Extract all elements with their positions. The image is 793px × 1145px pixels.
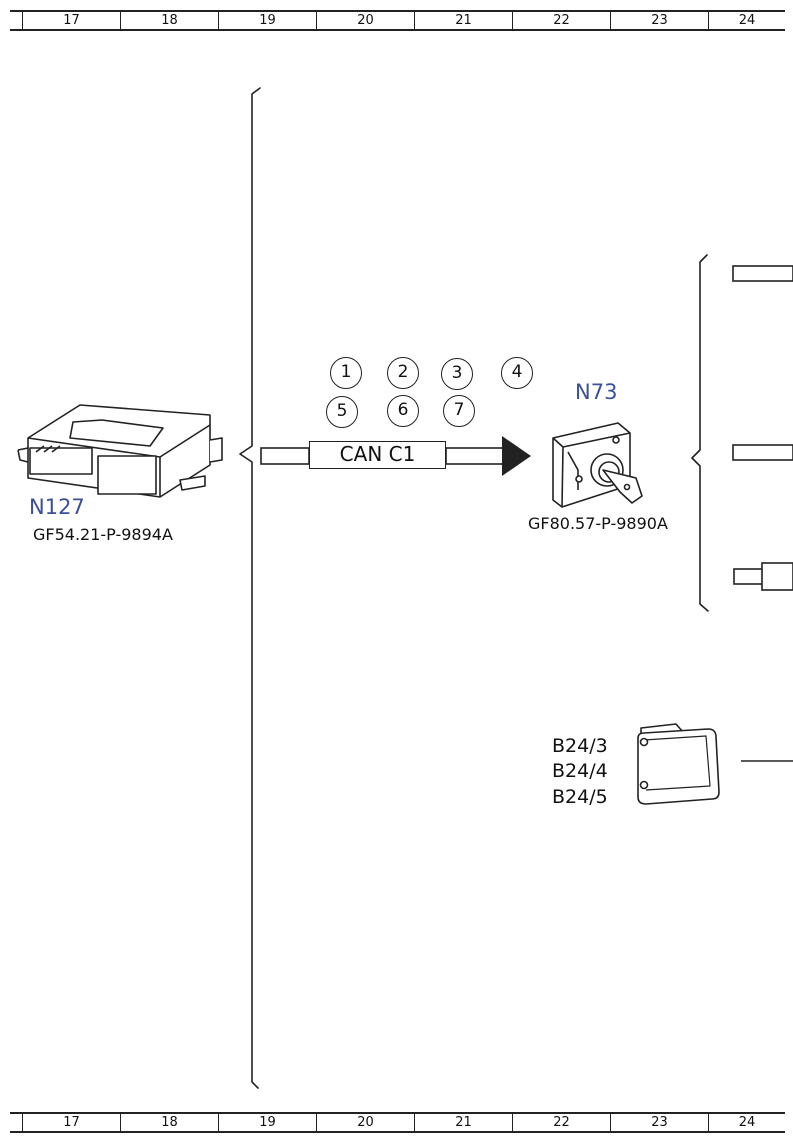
arrow-icon [502,436,531,476]
position-marker: 4 [501,357,533,389]
control-unit-icon [17,404,223,498]
edge-connector [732,265,793,591]
ruler-cell: 20 [316,1114,414,1131]
ruler-cell: 18 [120,12,218,29]
column-ruler-top: 17 18 19 20 21 22 23 24 [10,10,785,31]
group-bracket-right [691,254,709,612]
b24-label: B24/4 [552,760,608,782]
position-marker: 1 [330,357,362,389]
b24-label: B24/3 [552,735,608,757]
ruler-cell: 17 [22,12,120,29]
sensor-icon [637,723,720,805]
can-bus-label: CAN C1 [309,441,446,469]
can-bus-line [260,447,507,465]
position-marker: 3 [441,358,473,390]
n127-doc-link[interactable]: GF54.21-P-9894A [33,525,173,544]
ruler-cell: 22 [512,1114,610,1131]
n127-id: N127 [29,495,85,519]
ruler-cell: 18 [120,1114,218,1131]
ruler-cell: 23 [610,1114,708,1131]
position-marker: 5 [326,396,358,428]
n73-id: N73 [575,380,618,404]
column-ruler-bottom: 17 18 19 20 21 22 23 24 [10,1112,785,1133]
ruler-cell: 21 [414,12,512,29]
n73-doc-link[interactable]: GF80.57-P-9890A [528,514,668,533]
b24-label: B24/5 [552,786,608,808]
ruler-cell: 23 [610,12,708,29]
position-marker: 6 [387,395,419,427]
ruler-cell: 24 [708,12,785,29]
ruler-cell: 24 [708,1114,785,1131]
ruler-cell: 21 [414,1114,512,1131]
ignition-switch-icon [552,422,643,508]
ruler-cell: 20 [316,12,414,29]
ruler-cell: 19 [218,12,316,29]
ruler-cell: 17 [22,1114,120,1131]
position-marker: 2 [387,357,419,389]
ruler-cell: 22 [512,12,610,29]
ruler-cell: 19 [218,1114,316,1131]
position-marker: 7 [443,395,475,427]
group-bracket-left [239,87,261,1089]
